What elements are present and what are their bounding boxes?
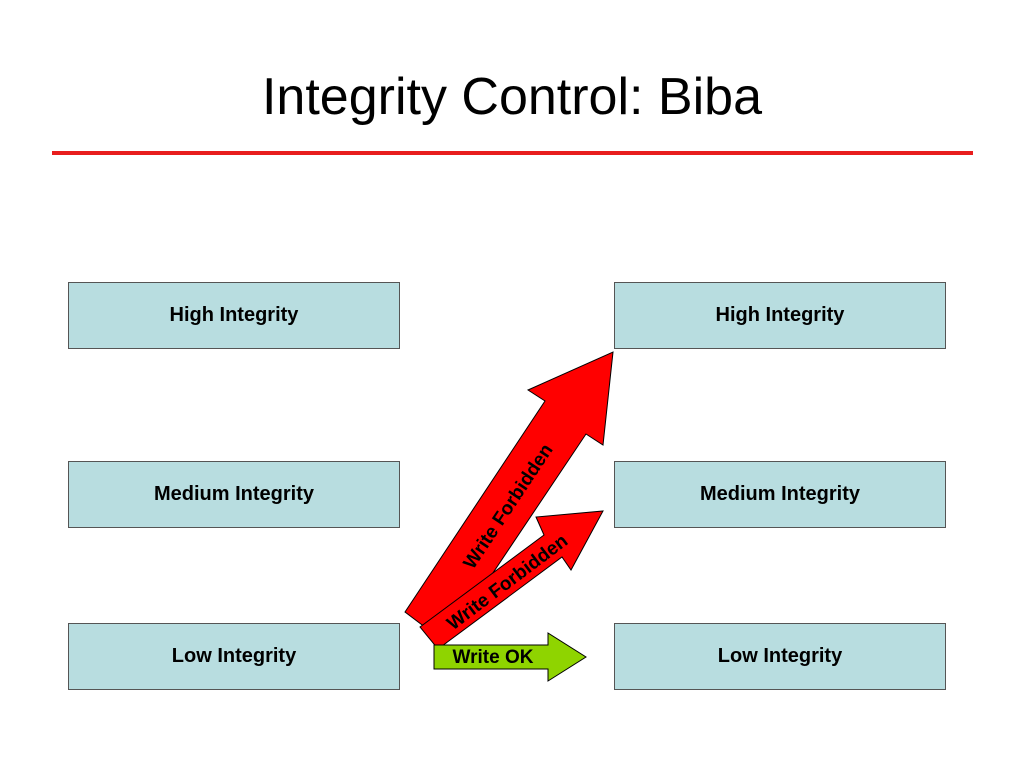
- arrow-low-to-low-label: Write OK: [453, 647, 534, 668]
- subject-medium-integrity: Medium Integrity: [68, 461, 400, 528]
- arrow-low-to-low: Write OK: [433, 632, 587, 682]
- arrow-low-to-low-shape: [433, 632, 587, 682]
- title-underline: [52, 151, 973, 155]
- subject-high-integrity: High Integrity: [68, 282, 400, 349]
- slide-title: Integrity Control: Biba: [261, 68, 763, 126]
- arrow-low-to-high: Write Forbidden: [404, 351, 614, 644]
- subject-low-integrity: Low Integrity: [68, 623, 400, 690]
- arrow-low-to-medium-shape: [419, 510, 604, 650]
- object-low-integrity: Low Integrity: [614, 623, 946, 690]
- object-medium-integrity: Medium Integrity: [614, 461, 946, 528]
- object-high-integrity: High Integrity: [614, 282, 946, 349]
